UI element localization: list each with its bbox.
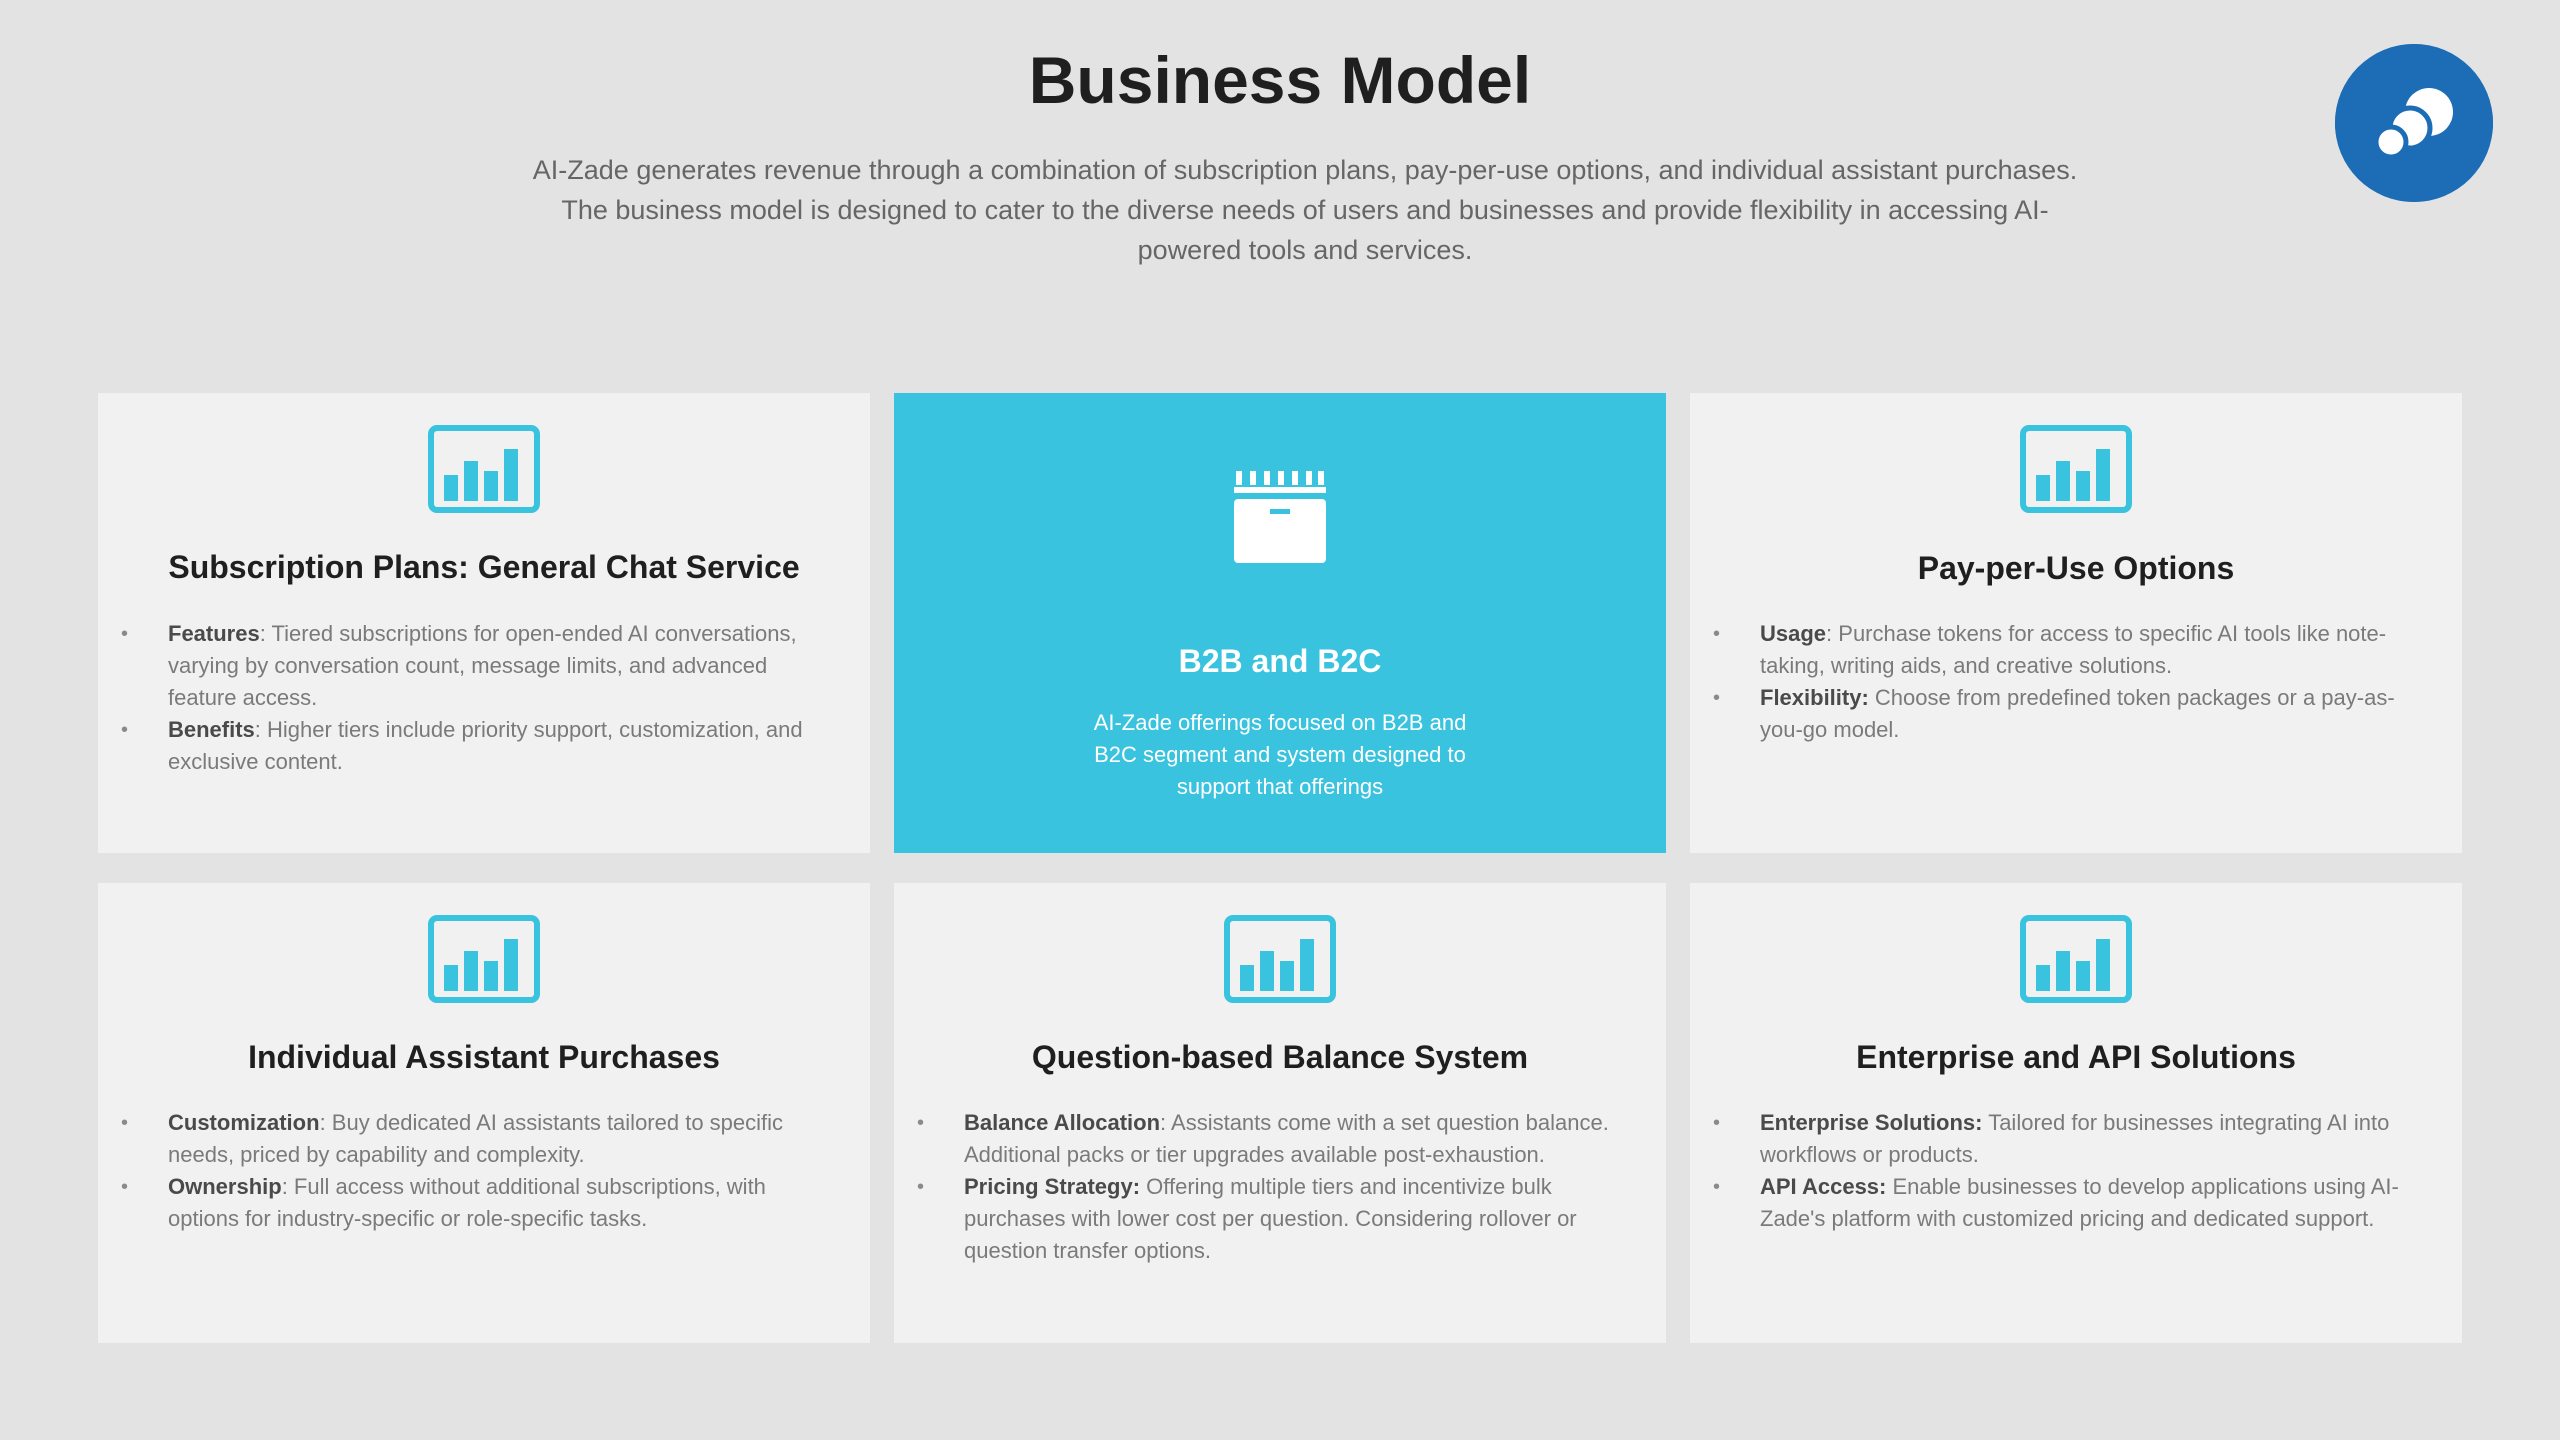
bullet-list: Enterprise Solutions: Tailored for busin… bbox=[1713, 1107, 2430, 1235]
bar-chart-icon bbox=[428, 425, 540, 513]
store-icon bbox=[1232, 469, 1328, 565]
list-item: Enterprise Solutions: Tailored for busin… bbox=[1713, 1107, 2430, 1171]
bullet-label: Balance Allocation bbox=[964, 1110, 1161, 1135]
bullet-label: Benefits bbox=[168, 717, 255, 742]
page-title: Business Model bbox=[1028, 43, 1532, 117]
card-enterprise-api: Enterprise and API Solutions Enterprise … bbox=[1690, 883, 2462, 1343]
bullet-label: Customization bbox=[168, 1110, 320, 1135]
list-item: Customization: Buy dedicated AI assistan… bbox=[121, 1107, 838, 1171]
description-line: support that offerings bbox=[1176, 774, 1384, 799]
description-line: AI-Zade offerings focused on B2B and bbox=[1093, 710, 1467, 735]
bar-chart-icon bbox=[428, 915, 540, 1003]
card-title: Question-based Balance System bbox=[1031, 1039, 1529, 1075]
card-individual-assistant: Individual Assistant Purchases Customiza… bbox=[98, 883, 870, 1343]
description-line: B2C segment and system designed to bbox=[1094, 742, 1466, 767]
card-title: Pay-per-Use Options bbox=[1917, 550, 2235, 586]
logo-icon bbox=[2335, 44, 2493, 202]
bullet-label: Features bbox=[168, 621, 260, 646]
card-title: Individual Assistant Purchases bbox=[248, 1039, 720, 1075]
bullet-list: Balance Allocation: Assistants come with… bbox=[917, 1107, 1634, 1267]
intro-line: powered tools and services. bbox=[1137, 235, 1473, 265]
card-b2b-b2c: B2B and B2C AI-Zade offerings focused on… bbox=[894, 393, 1666, 853]
list-item: Usage: Purchase tokens for access to spe… bbox=[1713, 618, 2430, 682]
bullet-text: Offering multiple tiers and incentivize … bbox=[964, 1174, 1577, 1263]
bullet-label: Pricing Strategy: bbox=[964, 1174, 1141, 1199]
intro-line: AI-Zade generates revenue through a comb… bbox=[532, 155, 2078, 185]
bullet-text: : Higher tiers include priority support,… bbox=[168, 717, 803, 774]
bullet-text: : Purchase tokens for access to specific… bbox=[1760, 621, 2387, 678]
bar-chart-icon bbox=[2020, 425, 2132, 513]
bullet-text: Tailored for businesses integrating AI i… bbox=[1760, 1110, 2390, 1167]
bullet-text: : Buy dedicated AI assistants tailored t… bbox=[168, 1110, 784, 1167]
card-title: Enterprise and API Solutions bbox=[1856, 1039, 2296, 1075]
list-item: Flexibility: Choose from predefined toke… bbox=[1713, 682, 2430, 746]
list-item: Pricing Strategy: Offering multiple tier… bbox=[917, 1171, 1634, 1267]
bullet-label: API Access: bbox=[1760, 1174, 1887, 1199]
bullet-list: Usage: Purchase tokens for access to spe… bbox=[1713, 618, 2430, 746]
intro-paragraph: AI-Zade generates revenue through a comb… bbox=[430, 150, 2180, 270]
bar-chart-icon bbox=[1224, 915, 1336, 1003]
card-title: Subscription Plans: General Chat Service bbox=[168, 549, 800, 585]
bullet-label: Flexibility: bbox=[1760, 685, 1869, 710]
bullet-label: Ownership bbox=[168, 1174, 282, 1199]
bullet-list: Features: Tiered subscriptions for open-… bbox=[121, 618, 838, 778]
bullet-list: Customization: Buy dedicated AI assistan… bbox=[121, 1107, 838, 1235]
bullet-text: Choose from predefined token packages or… bbox=[1760, 685, 2395, 742]
card-pay-per-use: Pay-per-Use Options Usage: Purchase toke… bbox=[1690, 393, 2462, 853]
bullet-text: : Tiered subscriptions for open-ended AI… bbox=[168, 621, 797, 710]
card-question-balance: Question-based Balance System Balance Al… bbox=[894, 883, 1666, 1343]
bar-chart-icon bbox=[2020, 915, 2132, 1003]
card-description: AI-Zade offerings focused on B2B and B2C… bbox=[1044, 707, 1516, 803]
card-subscription-plans: Subscription Plans: General Chat Service… bbox=[98, 393, 870, 853]
list-item: Features: Tiered subscriptions for open-… bbox=[121, 618, 838, 714]
list-item: Balance Allocation: Assistants come with… bbox=[917, 1107, 1634, 1171]
list-item: Ownership: Full access without additiona… bbox=[121, 1171, 838, 1235]
bullet-text: : Full access without additional subscri… bbox=[168, 1174, 766, 1231]
bullet-text: Enable businesses to develop application… bbox=[1760, 1174, 2399, 1231]
list-item: API Access: Enable businesses to develop… bbox=[1713, 1171, 2430, 1235]
card-title: B2B and B2C bbox=[1178, 643, 1382, 679]
list-item: Benefits: Higher tiers include priority … bbox=[121, 714, 838, 778]
bullet-label: Usage bbox=[1760, 621, 1827, 646]
intro-line: The business model is designed to cater … bbox=[561, 195, 2049, 225]
bullet-text: : Assistants come with a set question ba… bbox=[964, 1110, 1609, 1167]
bullet-label: Enterprise Solutions: bbox=[1760, 1110, 1983, 1135]
